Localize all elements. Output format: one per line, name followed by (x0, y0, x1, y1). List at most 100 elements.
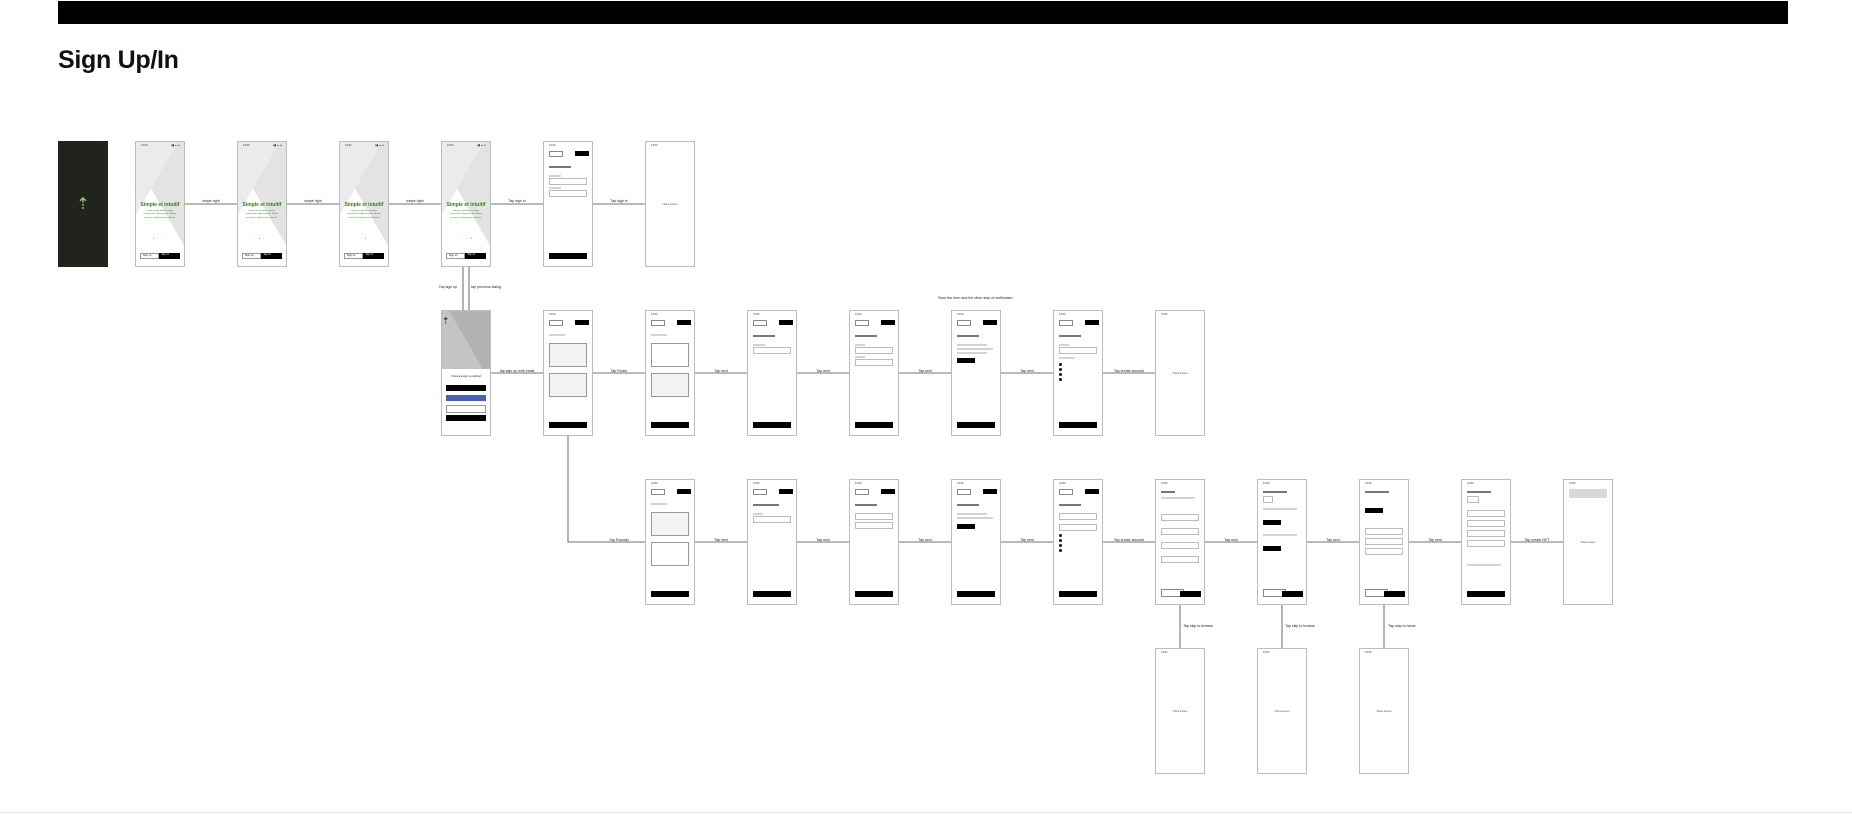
home-screen[interactable]: 13:03 Home screen (645, 141, 695, 267)
sign-up-button[interactable]: Sign up (140, 253, 160, 259)
home-screen[interactable]: 13:03 Home screen (1155, 310, 1205, 436)
status-time: 13:03 (1263, 651, 1270, 654)
next-button[interactable] (753, 422, 791, 428)
edge-label: Tap skip to home (1388, 624, 1416, 628)
status-icons: ▮▮ ▲ ▭ (171, 144, 180, 147)
continue-button[interactable] (549, 422, 587, 428)
onboarding-screen-1[interactable]: 13:03 ▮▮ ▲ ▭ ⇡ Simple et intuitif Lorem … (135, 141, 185, 267)
next-button[interactable] (1282, 591, 1304, 597)
edge-label: Tap next (1428, 538, 1442, 542)
continue-button[interactable] (651, 591, 689, 597)
home-screen-label: Home screen (662, 203, 678, 206)
project-setup-screen-2[interactable]: 13:03 (1257, 479, 1307, 605)
project-setup-screen-3[interactable]: 13:03 (1359, 479, 1409, 605)
sign-up-button[interactable]: Sign up (446, 253, 466, 259)
browse-screen-1[interactable]: 13:03 Home screen (1155, 648, 1205, 774)
home-screen-label: Home screen (1172, 372, 1188, 375)
status-time: 13:03 (1059, 482, 1066, 485)
edge-label: Tap next (1020, 538, 1034, 542)
onboarding-screen-2[interactable]: 13:03 ▮▮ ▲ ▭ ⇡ Simple et intuitif Lorem … (237, 141, 287, 267)
role-select-screen[interactable]: 13:03 (543, 310, 593, 436)
name-step-screen[interactable]: 13:03 (747, 310, 797, 436)
status-time: 13:03 (1569, 482, 1576, 485)
status-time: 13:03 (1059, 313, 1066, 316)
create-account-button[interactable] (1059, 591, 1097, 597)
status-time: 13:03 (549, 313, 556, 316)
onboarding-headline: Simple et intuitif (446, 202, 486, 208)
flow-note: Save the form and the other step of veri… (938, 296, 1013, 300)
founder-preferences-screen[interactable]: 13:03 (1053, 479, 1103, 605)
status-time: 13:03 (447, 144, 454, 147)
verification-step-screen[interactable]: 13:03 (951, 310, 1001, 436)
founder-details-screen[interactable]: 13:03 (849, 479, 899, 605)
founder-verification-screen[interactable]: 13:03 (951, 479, 1001, 605)
sign-up-button[interactable]: Sign up (242, 253, 262, 259)
onboarding-headline: Simple et intuitif (344, 202, 384, 208)
status-time: 13:03 (1161, 313, 1168, 316)
method-caption: Choose a sign up method (451, 375, 481, 378)
create-nft-button[interactable] (1467, 591, 1505, 597)
sign-in-button[interactable]: Sign in (465, 253, 486, 259)
project-setup-screen-4[interactable]: 13:03 (1461, 479, 1511, 605)
status-time: 13:03 (1161, 651, 1168, 654)
notification-banner[interactable] (1569, 489, 1607, 498)
leaf-logo-icon: ⇡ (76, 196, 90, 213)
next-button[interactable] (957, 422, 995, 428)
sign-in-form-screen[interactable]: 13:03 (543, 141, 593, 267)
sign-in-submit-button[interactable] (549, 253, 587, 259)
preferences-step-screen[interactable]: 13:03 (1053, 310, 1103, 436)
edge-label: Tap create account (1113, 538, 1145, 542)
project-setup-screen-1[interactable]: 13:03 (1155, 479, 1205, 605)
onboarding-body: Lorem ipsum dolor sit amet, consectetur … (245, 210, 279, 219)
onboarding-body: Lorem ipsum dolor sit amet, consectetur … (143, 210, 177, 219)
status-time: 13:03 (141, 144, 148, 147)
nft-created-screen[interactable]: 13:03 Home screen (1563, 479, 1613, 605)
status-time: 13:03 (957, 482, 964, 485)
sign-up-method-screen[interactable]: ⇡ Choose a sign up method (441, 310, 491, 436)
next-button[interactable] (1384, 591, 1406, 597)
edge-label: swipe right (304, 199, 322, 203)
sign-up-button[interactable]: Sign up (344, 253, 364, 259)
edge-label: Tap next (918, 369, 932, 373)
page-dots: · · · • (459, 236, 473, 240)
facebook-sign-up-button[interactable] (446, 395, 486, 401)
status-icons: ▮▮ ▲ ▭ (477, 144, 486, 147)
edge-label: Tap next (1020, 369, 1034, 373)
browse-screen-2[interactable]: 13:03 Home screen (1257, 648, 1307, 774)
home-screen-label: Home screen (1172, 710, 1188, 713)
page-dots: · · • · (357, 236, 371, 240)
sign-in-button[interactable]: Sign in (261, 253, 282, 259)
next-button[interactable] (855, 591, 893, 597)
finder-role-screen[interactable]: 13:03 (645, 310, 695, 436)
sign-in-button[interactable]: Sign in (363, 253, 384, 259)
status-time: 13:03 (957, 313, 964, 316)
sign-in-button[interactable]: Sign in (159, 253, 180, 259)
onboarding-screen-4[interactable]: 13:03 ▮▮ ▲ ▭ ⇡ Simple et intuitif Lorem … (441, 141, 491, 267)
status-time: 13:03 (753, 482, 760, 485)
home-screen-label: Home screen (1580, 541, 1596, 544)
onboarding-screen-3[interactable]: 13:03 ▮▮ ▲ ▭ ⇡ Simple et intuitif Lorem … (339, 141, 389, 267)
top-banner (58, 1, 1788, 24)
onboarding-body: Lorem ipsum dolor sit amet, consectetur … (347, 210, 381, 219)
continue-button[interactable] (651, 422, 689, 428)
details-step-screen[interactable]: 13:03 (849, 310, 899, 436)
splash-screen[interactable]: ⇡ (58, 141, 108, 267)
next-button[interactable] (1180, 591, 1202, 597)
home-screen-final[interactable]: 13:03 Home screen (1359, 648, 1409, 774)
edge-label: Tap sign up (438, 285, 458, 289)
next-button[interactable] (957, 591, 995, 597)
email-sign-up-button[interactable] (446, 415, 486, 421)
next-button[interactable] (753, 591, 791, 597)
google-sign-up-button[interactable] (446, 405, 486, 413)
status-time: 13:03 (549, 144, 556, 147)
edge-label: Tap create NFT (1524, 538, 1550, 542)
apple-sign-up-button[interactable] (446, 385, 486, 391)
founder-role-screen[interactable]: 13:03 (645, 479, 695, 605)
create-account-button[interactable] (1059, 422, 1097, 428)
status-time: 13:03 (1365, 651, 1372, 654)
next-button[interactable] (855, 422, 893, 428)
page-dots: • · · · (153, 236, 167, 240)
status-time: 13:03 (651, 144, 658, 147)
edge-label: Tap skip to browse (1183, 624, 1213, 628)
founder-name-screen[interactable]: 13:03 (747, 479, 797, 605)
